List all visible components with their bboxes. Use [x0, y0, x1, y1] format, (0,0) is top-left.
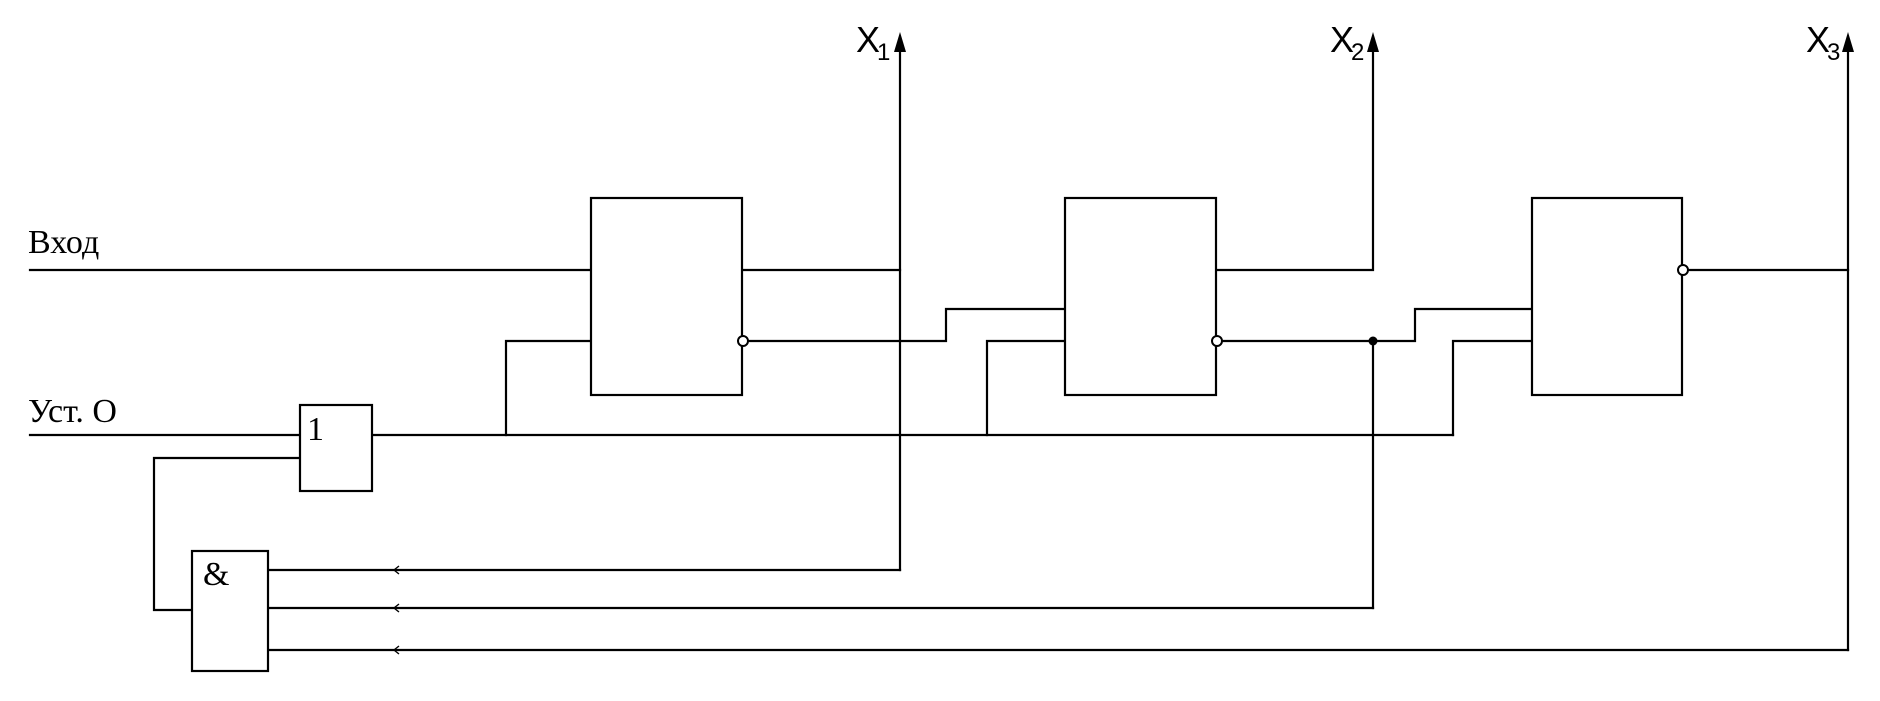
and-to-or-wire [152, 456, 302, 612]
trigger-2-inverted-output [1211, 335, 1223, 347]
output-x2-sub: 2 [1351, 39, 1364, 66]
x1-arrow-icon [894, 32, 906, 52]
t1-nq-to-t2 [746, 307, 1067, 343]
reset-label: Уст. О [28, 393, 117, 430]
feedback-tick-1 [392, 565, 400, 575]
trigger-1-inverted-output [737, 335, 749, 347]
x2-arrow-icon [1367, 32, 1379, 52]
reset-to-trigger3 [1451, 339, 1534, 437]
output-label-x3: X 3 [1806, 19, 1840, 66]
feedback-tick-2 [392, 603, 400, 613]
reset-to-trigger2 [985, 339, 1067, 437]
trigger-2 [1063, 196, 1218, 397]
output-label-x2: X 2 [1330, 19, 1364, 66]
output-x1-base: X [856, 19, 880, 60]
or-gate [298, 403, 374, 493]
trigger-3 [1530, 196, 1684, 397]
junction-dot [1368, 336, 1378, 346]
x3-arrow-icon [1842, 32, 1854, 52]
trigger-3-inverted-output [1677, 264, 1689, 276]
output-label-x1: X 1 [856, 19, 890, 66]
output-x3-sub: 3 [1827, 39, 1840, 66]
t2-q-to-x2 [1214, 50, 1375, 272]
output-x2-base: X [1330, 19, 1354, 60]
and-gate-symbol: & [203, 556, 229, 593]
t2-nq-to-t3 [1220, 307, 1534, 343]
reset-to-trigger1 [504, 339, 593, 437]
trigger-1 [589, 196, 744, 397]
and-gate [190, 549, 270, 673]
output-x1-sub: 1 [877, 39, 890, 66]
input-label: Вход [28, 224, 99, 261]
feedback-tick-3 [392, 645, 400, 655]
output-x3-base: X [1806, 19, 1830, 60]
or-gate-symbol: 1 [307, 411, 324, 448]
